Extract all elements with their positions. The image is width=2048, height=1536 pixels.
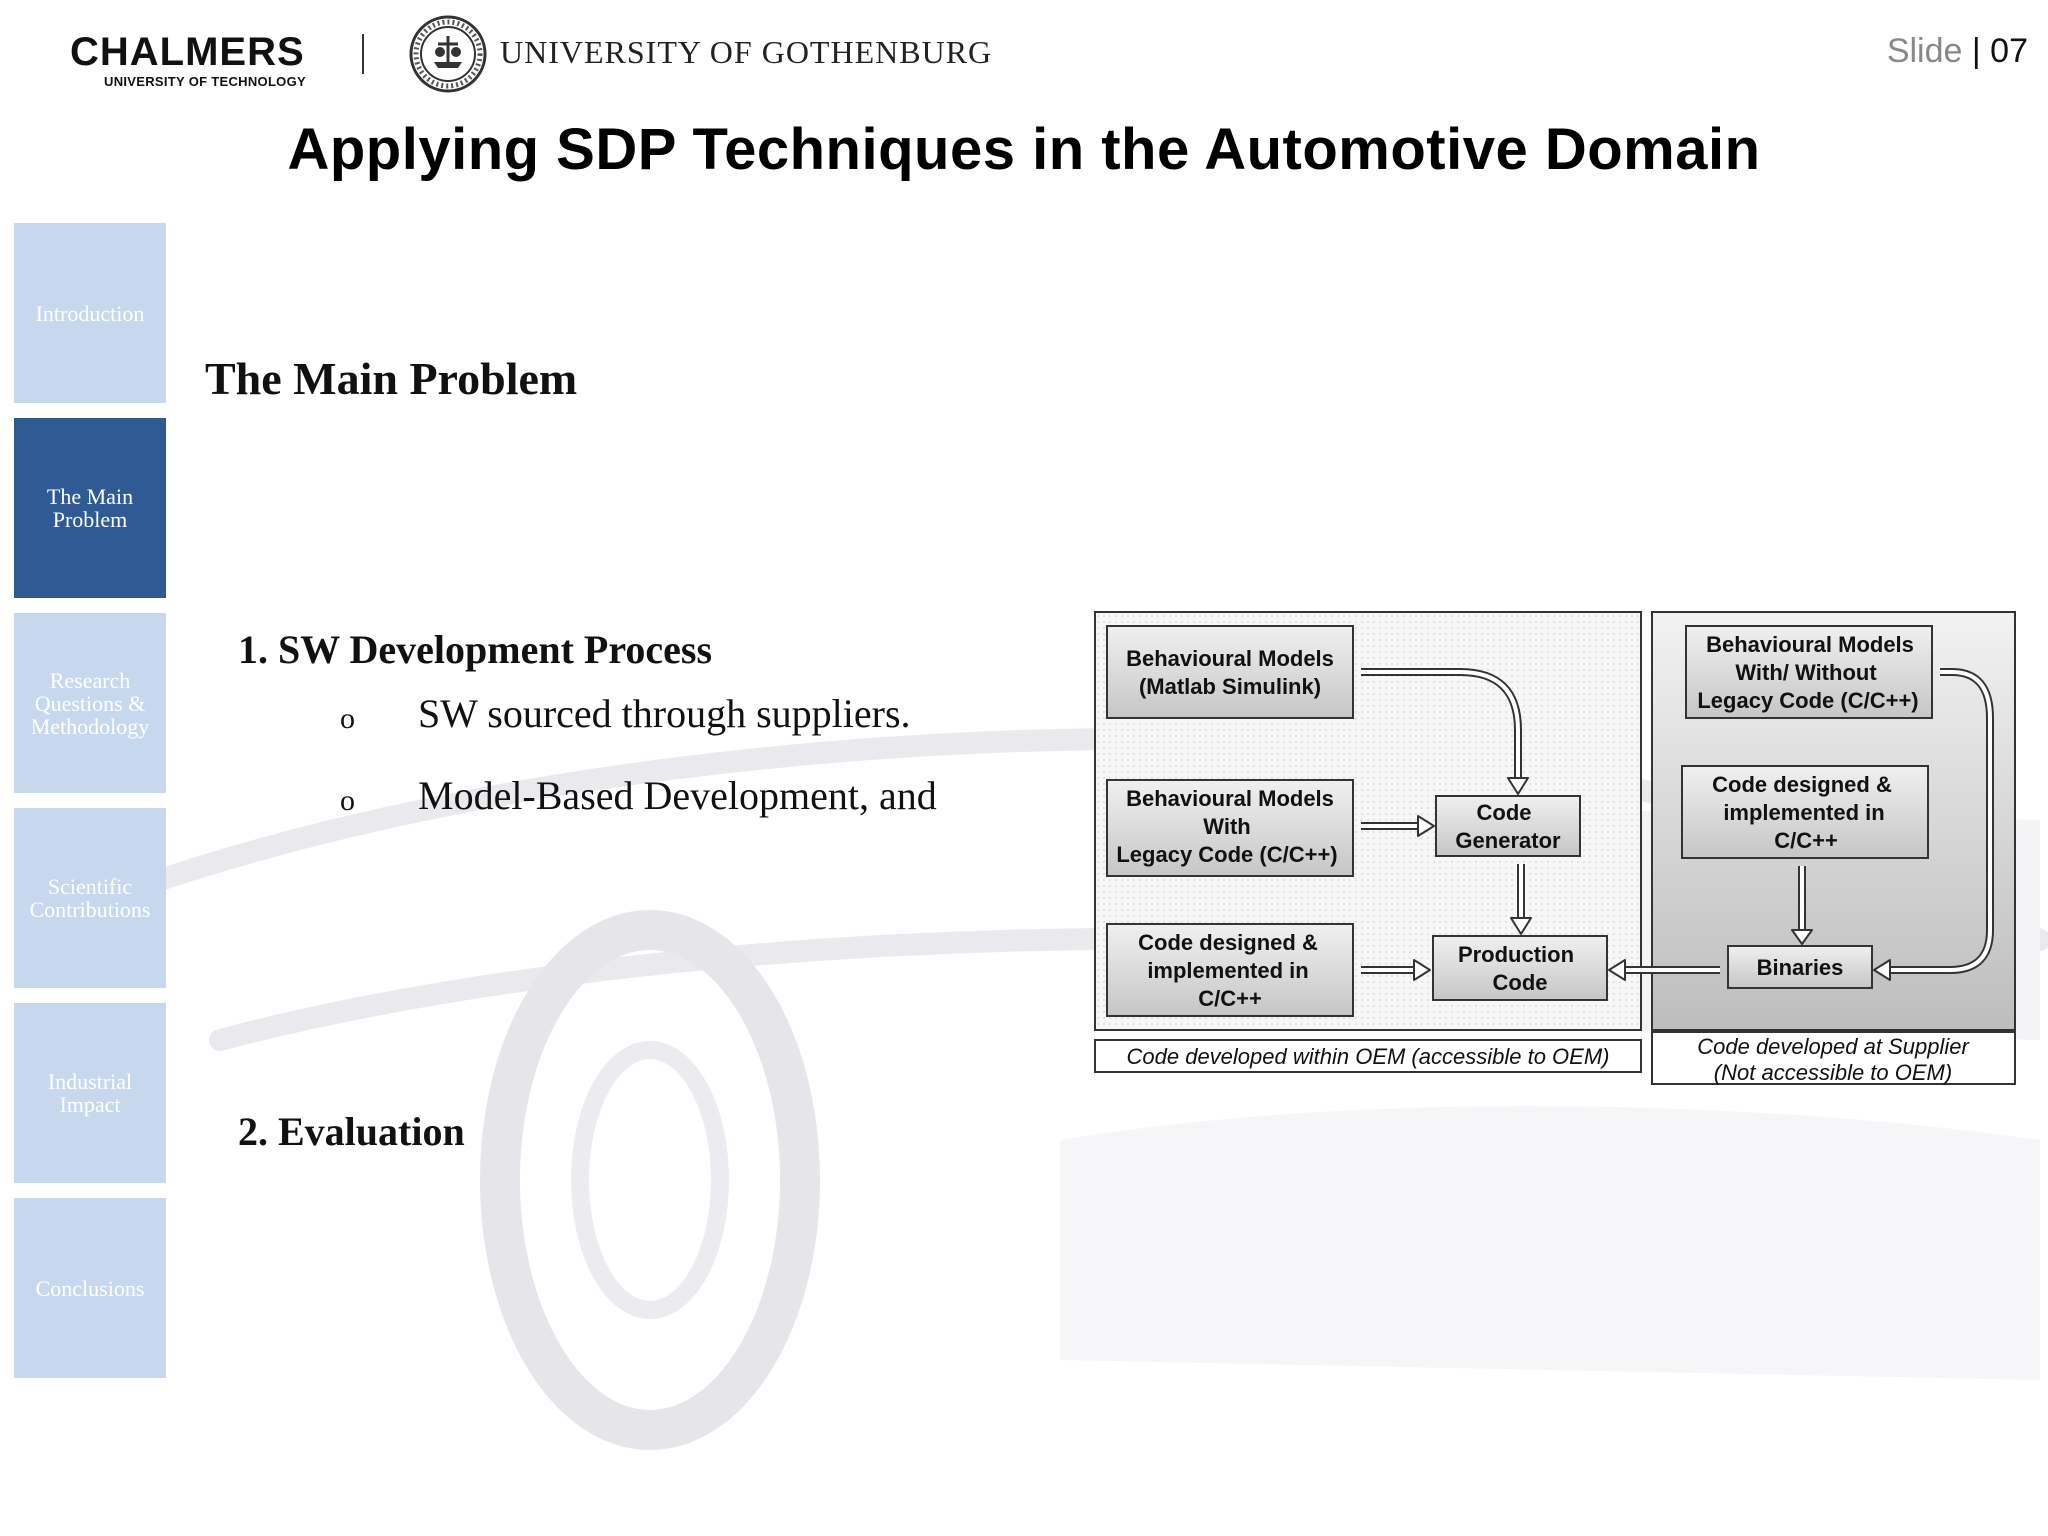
box-models-simulink: Behavioural Models (Matlab Simulink) — [1106, 625, 1354, 719]
box-supplier-code-designed: Code designed & implemented in C/C++ — [1681, 765, 1929, 859]
sidebar-item-label: Industrial Impact — [47, 1069, 133, 1117]
svg-text:Behavioural Models: Behavioural Models — [1126, 646, 1334, 671]
sidebar-item-industrial-impact[interactable]: Industrial Impact — [14, 1003, 166, 1183]
supplier-caption-line: (Not accessible to OEM) — [1714, 1060, 1952, 1085]
chalmers-logo-subtitle: UNIVERSITY OF TECHNOLOGY — [104, 74, 306, 89]
oem-caption: Code developed within OEM (accessible to… — [1127, 1044, 1610, 1069]
svg-text:(Matlab Simulink): (Matlab Simulink) — [1139, 674, 1321, 699]
svg-text:Legacy Code (C/C++): Legacy Code (C/C++) — [1116, 842, 1337, 867]
sidebar-item-main-problem[interactable]: The Main Problem — [14, 418, 166, 598]
slide-title: Applying SDP Techniques in the Automotiv… — [287, 117, 1761, 182]
box-production-code: Production Code — [1432, 935, 1608, 1001]
box-binaries: Binaries — [1727, 945, 1873, 989]
svg-text:Behavioural Models: Behavioural Models — [1126, 786, 1334, 811]
svg-text:C/C++: C/C++ — [1198, 986, 1262, 1011]
svg-text:Legacy Code (C/C++): Legacy Code (C/C++) — [1697, 688, 1918, 713]
svg-text:implemented in: implemented in — [1147, 958, 1308, 983]
slide-number-indicator: Slide | 07 — [1887, 32, 2028, 71]
svg-text:Generator: Generator — [1455, 828, 1561, 853]
sidebar-item-label: Research Questions & Methodology — [30, 667, 150, 739]
svg-text:With: With — [1203, 814, 1250, 839]
box-code-generator: Code Generator — [1435, 795, 1581, 857]
svg-text:With/ Without: With/ Without — [1735, 660, 1877, 685]
point-heading-evaluation: 2. Evaluation — [238, 1109, 465, 1154]
svg-text:Code designed &: Code designed & — [1138, 930, 1318, 955]
box-models-legacy: Behavioural Models With Legacy Code (C/C… — [1106, 779, 1354, 877]
svg-text:Code: Code — [1493, 970, 1548, 995]
bullet-text: Model-Based Development, and — [418, 773, 937, 818]
bullet-marker: o — [340, 702, 355, 735]
arrowhead — [1791, 929, 1813, 945]
section-heading: The Main Problem — [205, 353, 578, 404]
arrowhead — [1608, 959, 1626, 981]
svg-text:Binaries: Binaries — [1757, 955, 1844, 980]
slide-number: 07 — [1990, 32, 2028, 70]
sidebar-item-label: Conclusions — [35, 1275, 145, 1301]
svg-text:Behavioural Models: Behavioural Models — [1706, 632, 1914, 657]
supplier-caption-line: Code developed at Supplier — [1697, 1034, 1970, 1059]
point-heading-sw-process: 1. SW Development Process — [238, 627, 713, 672]
sidebar-item-label: The Main Problem — [46, 484, 134, 532]
svg-text:Code: Code — [1477, 800, 1532, 825]
code-development-diagram: Behavioural Models (Matlab Simulink) Beh… — [1094, 611, 2016, 1085]
box-supplier-models: Behavioural Models With/ Without Legacy … — [1685, 625, 1933, 719]
sidebar-item-research-questions[interactable]: Research Questions & Methodology — [14, 613, 166, 793]
bullet-marker: o — [340, 784, 355, 817]
sidebar-item-label: Introduction — [35, 300, 145, 326]
supplier-caption-box — [1651, 1031, 2016, 1085]
arrowhead — [1417, 815, 1435, 837]
svg-text:Code designed &: Code designed & — [1712, 772, 1892, 797]
oem-caption-box — [1094, 1039, 1642, 1073]
sidebar-item-introduction[interactable]: Introduction — [14, 223, 166, 403]
gothenburg-seal-icon — [409, 15, 487, 93]
svg-text:C/C++: C/C++ — [1774, 828, 1838, 853]
header-divider — [362, 34, 364, 74]
sidebar-item-label: Scientific Contributions — [29, 874, 151, 922]
slide-label: Slide — [1886, 32, 1963, 70]
university-of-gothenburg-name: UNIVERSITY OF GOTHENBURG — [500, 34, 993, 70]
sidebar-item-conclusions[interactable]: Conclusions — [14, 1198, 166, 1378]
box-oem-code-designed: Code designed & implemented in C/C++ — [1106, 923, 1354, 1017]
svg-text:implemented in: implemented in — [1723, 800, 1884, 825]
bullet-text: SW sourced through suppliers. — [418, 691, 911, 736]
arrowhead — [1507, 777, 1529, 795]
svg-text:Production: Production — [1458, 942, 1574, 967]
arrowhead — [1873, 959, 1891, 981]
arrowhead — [1413, 959, 1431, 981]
arrowhead — [1510, 917, 1532, 935]
slide-separator: | — [1962, 32, 1991, 70]
chalmers-logo-wordmark: CHALMERS — [70, 30, 305, 74]
sidebar-item-scientific-contributions[interactable]: Scientific Contributions — [14, 808, 166, 988]
